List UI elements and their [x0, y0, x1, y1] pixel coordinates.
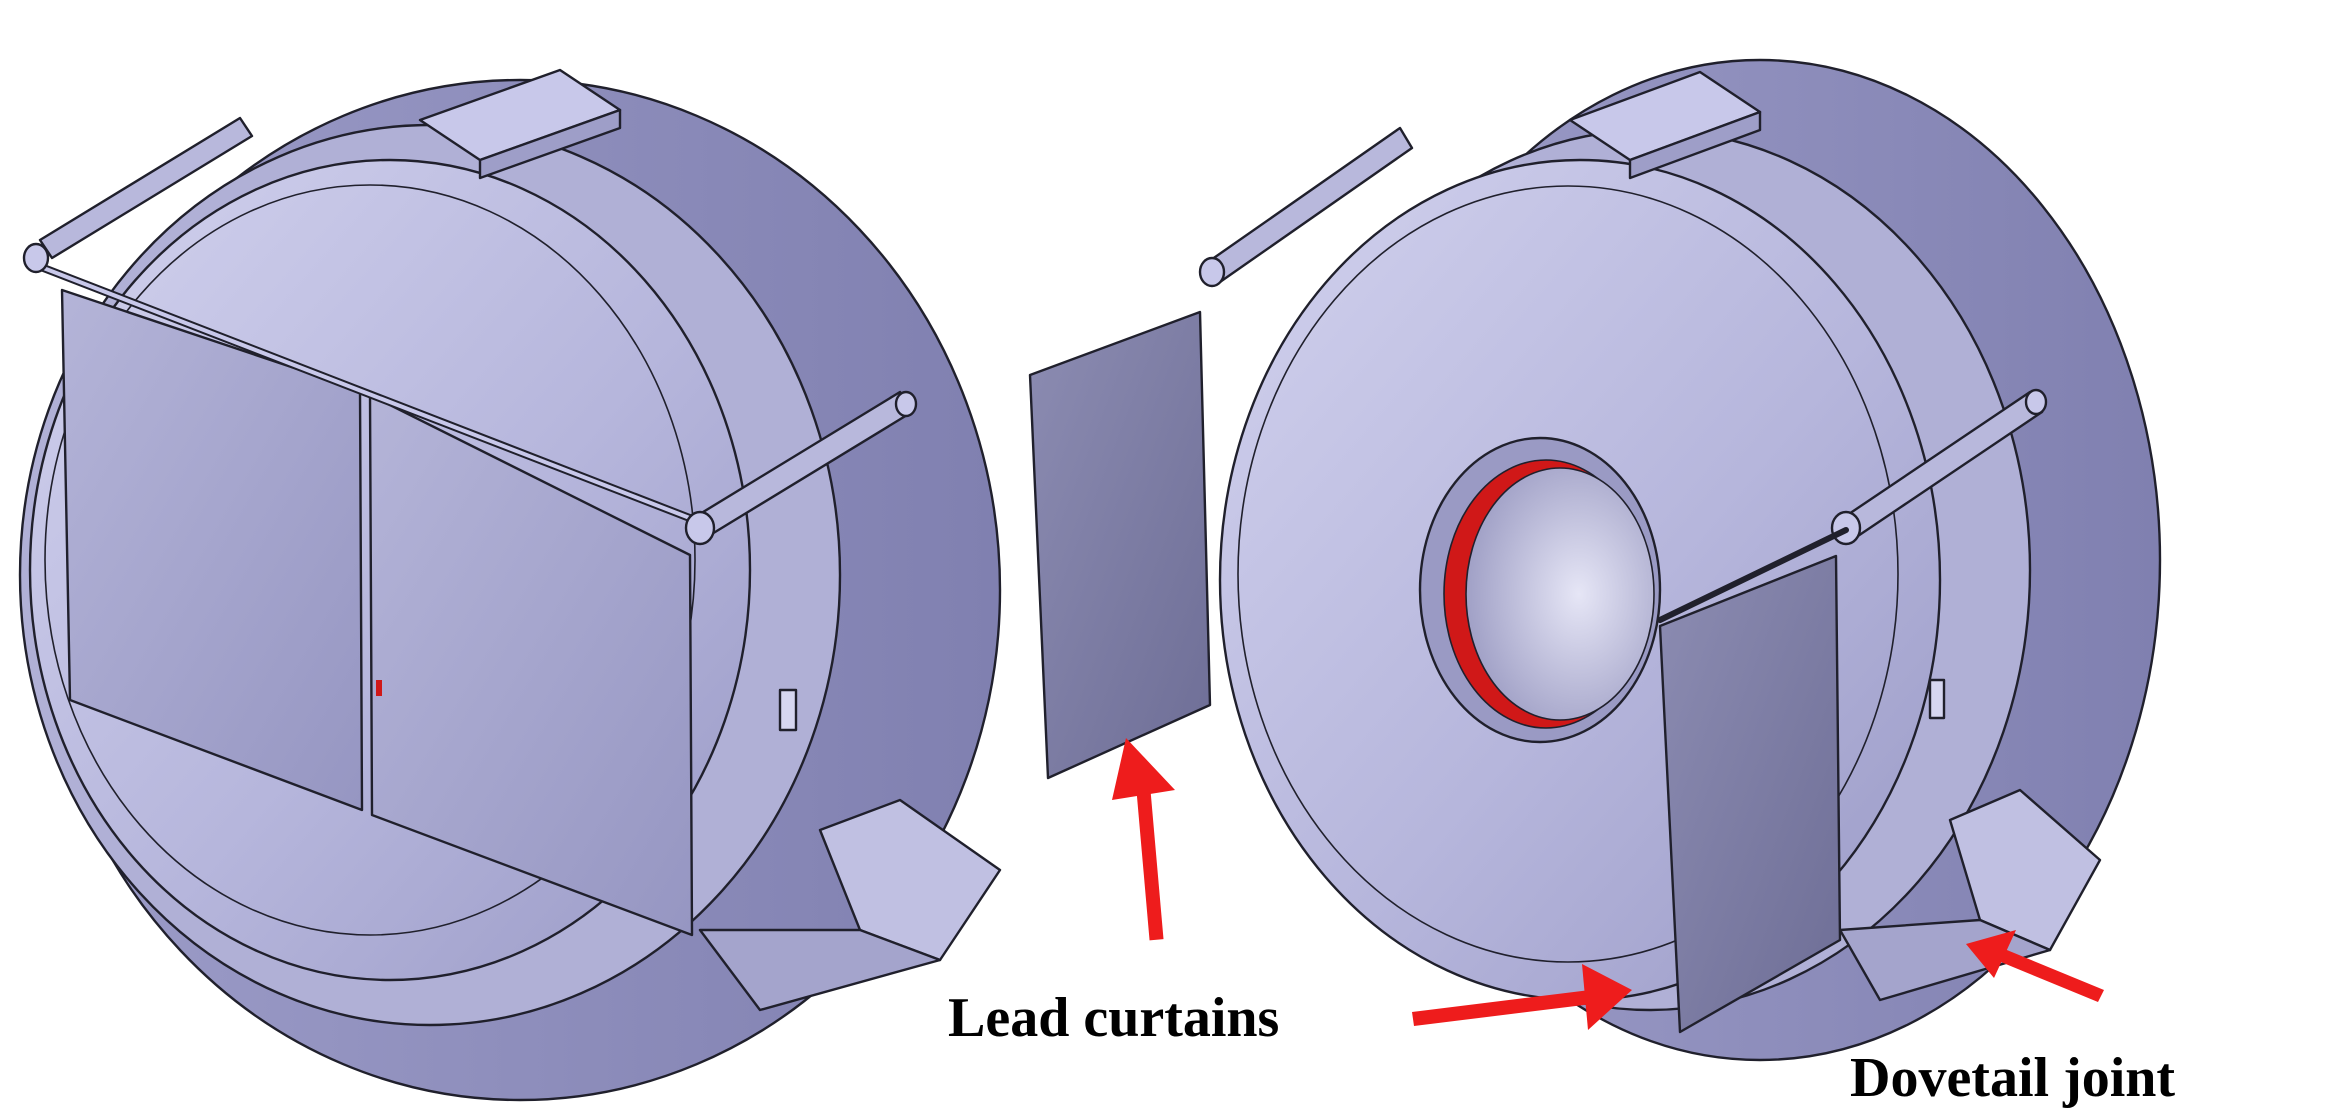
dovetail-joint-label: Dovetail joint	[1850, 1047, 2175, 1109]
lead-curtains-label: Lead curtains	[948, 987, 1279, 1049]
arrow-to-detached-curtain-icon	[1112, 738, 1175, 941]
lead-curtain-panel-icon	[1028, 310, 1212, 780]
shielding-assembly-closed-icon	[18, 68, 1002, 1102]
shielding-assembly-open-icon	[1198, 58, 2162, 1062]
arrow-to-mounted-curtain-icon	[1412, 964, 1632, 1030]
arrow-to-dovetail-joint-icon	[1966, 930, 2104, 1002]
callout-arrows	[1112, 738, 2104, 1030]
